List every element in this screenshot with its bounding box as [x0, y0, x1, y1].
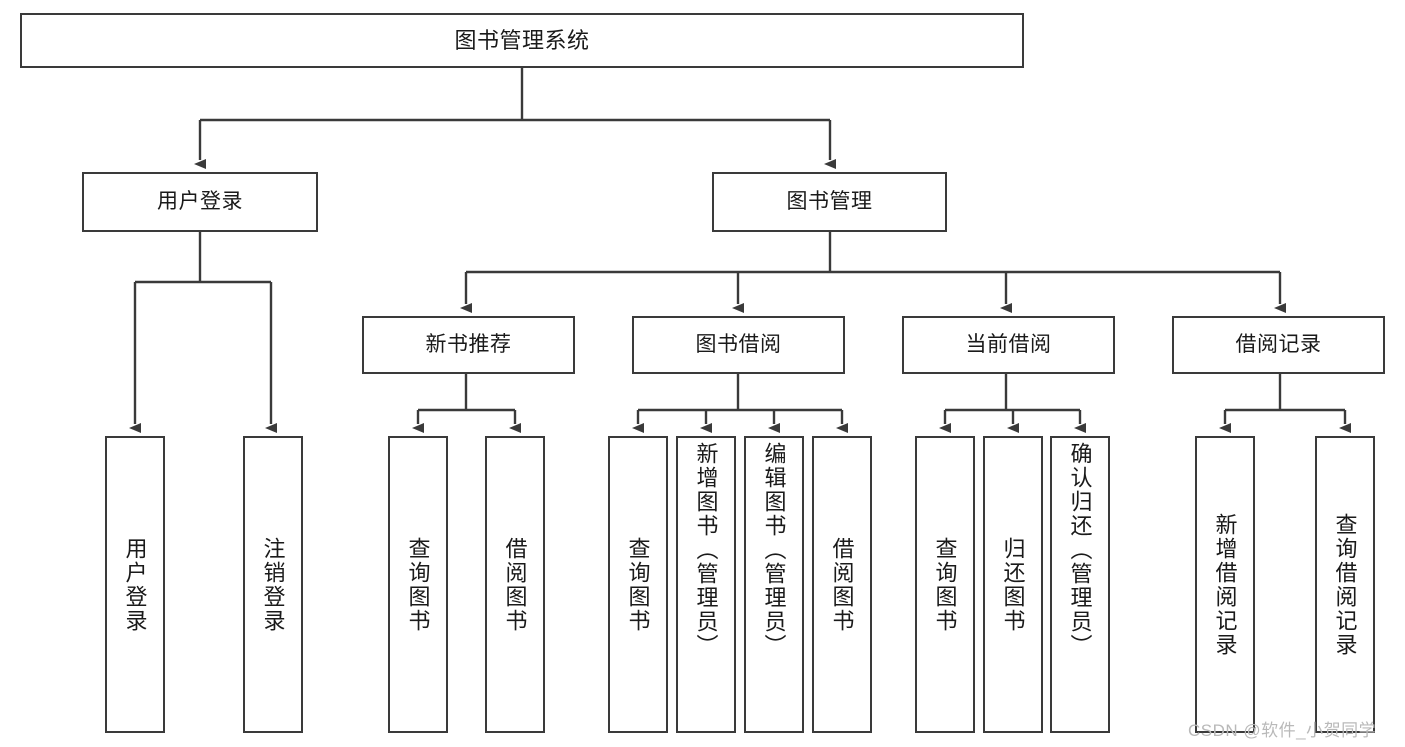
node-leaf-user-login-label: 用户登录: [122, 536, 148, 633]
node-borrow-record-label: 借阅记录: [1235, 332, 1322, 356]
node-current-borrow[interactable]: 当前借阅: [902, 316, 1115, 374]
node-leaf-borrow-book-rec-label: 借阅图书: [502, 536, 528, 633]
node-leaf-query-borrow-record-label: 查询借阅记录: [1332, 512, 1358, 657]
node-book-borrow[interactable]: 图书借阅: [632, 316, 845, 374]
node-book-borrow-label: 图书借阅: [695, 332, 782, 356]
node-root-label: 图书管理系统: [454, 27, 590, 53]
node-leaf-edit-book-admin[interactable]: 编辑图书（管理员）: [744, 436, 804, 733]
node-borrow-record[interactable]: 借阅记录: [1172, 316, 1385, 374]
node-leaf-logout[interactable]: 注销登录: [243, 436, 303, 733]
node-leaf-return-book-label: 归还图书: [1000, 536, 1026, 633]
node-leaf-add-borrow-record[interactable]: 新增借阅记录: [1195, 436, 1255, 733]
node-leaf-edit-book-admin-label: 编辑图书（管理员）: [761, 442, 787, 658]
node-leaf-logout-label: 注销登录: [260, 536, 286, 633]
node-leaf-borrow-book-label: 借阅图书: [829, 536, 855, 633]
node-leaf-user-login[interactable]: 用户登录: [105, 436, 165, 733]
node-leaf-add-book-admin[interactable]: 新增图书（管理员）: [676, 436, 736, 733]
node-leaf-borrow-book[interactable]: 借阅图书: [812, 436, 872, 733]
node-book-management-label: 图书管理: [786, 189, 873, 213]
node-leaf-query-book-cur-label: 查询图书: [932, 536, 958, 633]
node-leaf-query-book-borrow-label: 查询图书: [625, 536, 651, 633]
node-user-login[interactable]: 用户登录: [82, 172, 318, 232]
node-leaf-borrow-book-rec[interactable]: 借阅图书: [485, 436, 545, 733]
node-book-management[interactable]: 图书管理: [712, 172, 947, 232]
node-leaf-return-book[interactable]: 归还图书: [983, 436, 1043, 733]
node-current-borrow-label: 当前借阅: [965, 332, 1052, 356]
node-user-login-label: 用户登录: [157, 189, 243, 213]
node-new-book-recommend[interactable]: 新书推荐: [362, 316, 575, 374]
node-leaf-add-borrow-record-label: 新增借阅记录: [1212, 512, 1238, 657]
watermark-text: CSDN @软件_小贺同学: [1188, 721, 1377, 740]
node-leaf-query-book-rec-label: 查询图书: [405, 536, 431, 633]
node-leaf-query-borrow-record[interactable]: 查询借阅记录: [1315, 436, 1375, 733]
node-leaf-query-book-rec[interactable]: 查询图书: [388, 436, 448, 733]
node-leaf-add-book-admin-label: 新增图书（管理员）: [693, 442, 719, 658]
node-leaf-query-book-cur[interactable]: 查询图书: [915, 436, 975, 733]
node-leaf-confirm-return-admin[interactable]: 确认归还（管理员）: [1050, 436, 1110, 733]
node-leaf-confirm-return-admin-label: 确认归还（管理员）: [1067, 442, 1093, 658]
node-leaf-query-book-borrow[interactable]: 查询图书: [608, 436, 668, 733]
node-root[interactable]: 图书管理系统: [20, 13, 1024, 68]
node-new-book-recommend-label: 新书推荐: [425, 332, 512, 356]
